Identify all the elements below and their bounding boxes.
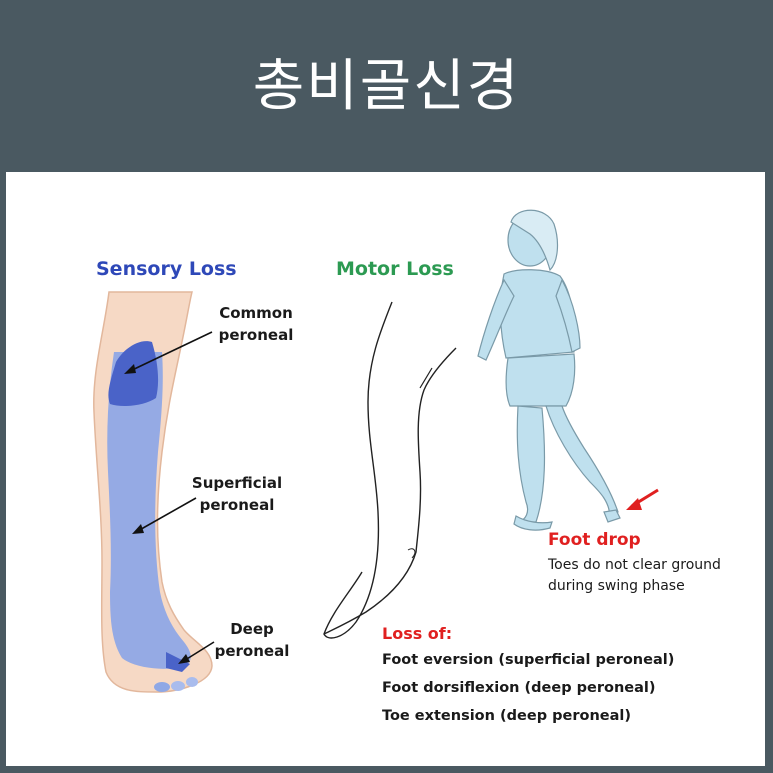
superficial-arrowhead	[132, 524, 144, 534]
superficial-peroneal-area	[107, 352, 191, 669]
common-arrowhead	[124, 364, 136, 374]
deep-arrowhead	[178, 654, 190, 664]
foot-drop-title: Foot drop	[548, 530, 641, 550]
deep-peroneal-line2: peroneal	[214, 642, 290, 660]
common-arrow	[127, 331, 213, 373]
page-title: 총비골신경	[252, 53, 521, 119]
motor-leg-outline-back	[323, 347, 457, 635]
diagram-panel: Sensory Loss Motor Loss Common peroneal …	[6, 172, 765, 766]
common-peroneal-area	[108, 341, 159, 406]
motor-leg-outline	[323, 301, 393, 639]
superficial-arrow	[135, 497, 197, 533]
superficial-peroneal-line2: peroneal	[199, 496, 275, 514]
foot-drop-desc-line1: Toes do not clear ground	[548, 557, 721, 573]
deep-peroneal-line1: Deep	[230, 620, 274, 638]
deep-peroneal-area	[166, 652, 190, 672]
header-bar: 총비골신경	[0, 0, 773, 172]
foot-drop-description: Toes do not clear ground during swing ph…	[548, 555, 758, 597]
loss-item-toe-extension: Toe extension (deep peroneal)	[382, 708, 631, 724]
walking-woman-figure	[477, 209, 621, 531]
knee-crease	[419, 367, 433, 389]
superficial-peroneal-line1: Superficial	[191, 474, 283, 492]
ankle-crease	[407, 548, 416, 559]
superficial-peroneal-label: Superficial peroneal	[182, 472, 292, 516]
loss-of-title: Loss of:	[382, 624, 453, 643]
loss-item-eversion: Foot eversion (superficial peroneal)	[382, 652, 675, 668]
common-peroneal-label: Common peroneal	[206, 302, 306, 346]
motor-loss-heading: Motor Loss	[336, 258, 454, 280]
sensory-loss-heading: Sensory Loss	[96, 258, 237, 280]
loss-item-dorsiflexion: Foot dorsiflexion (deep peroneal)	[382, 680, 656, 696]
toe-mark	[171, 681, 185, 691]
deep-peroneal-label: Deep peroneal	[206, 618, 298, 662]
diagram-illustration	[93, 209, 659, 693]
toe-mark	[154, 682, 170, 692]
common-peroneal-line1: Common	[219, 304, 293, 322]
common-peroneal-line2: peroneal	[218, 326, 294, 344]
foot-drop-arrowhead	[626, 498, 642, 510]
foot-drop-desc-line2: during swing phase	[548, 578, 685, 594]
toe-mark	[186, 677, 198, 687]
